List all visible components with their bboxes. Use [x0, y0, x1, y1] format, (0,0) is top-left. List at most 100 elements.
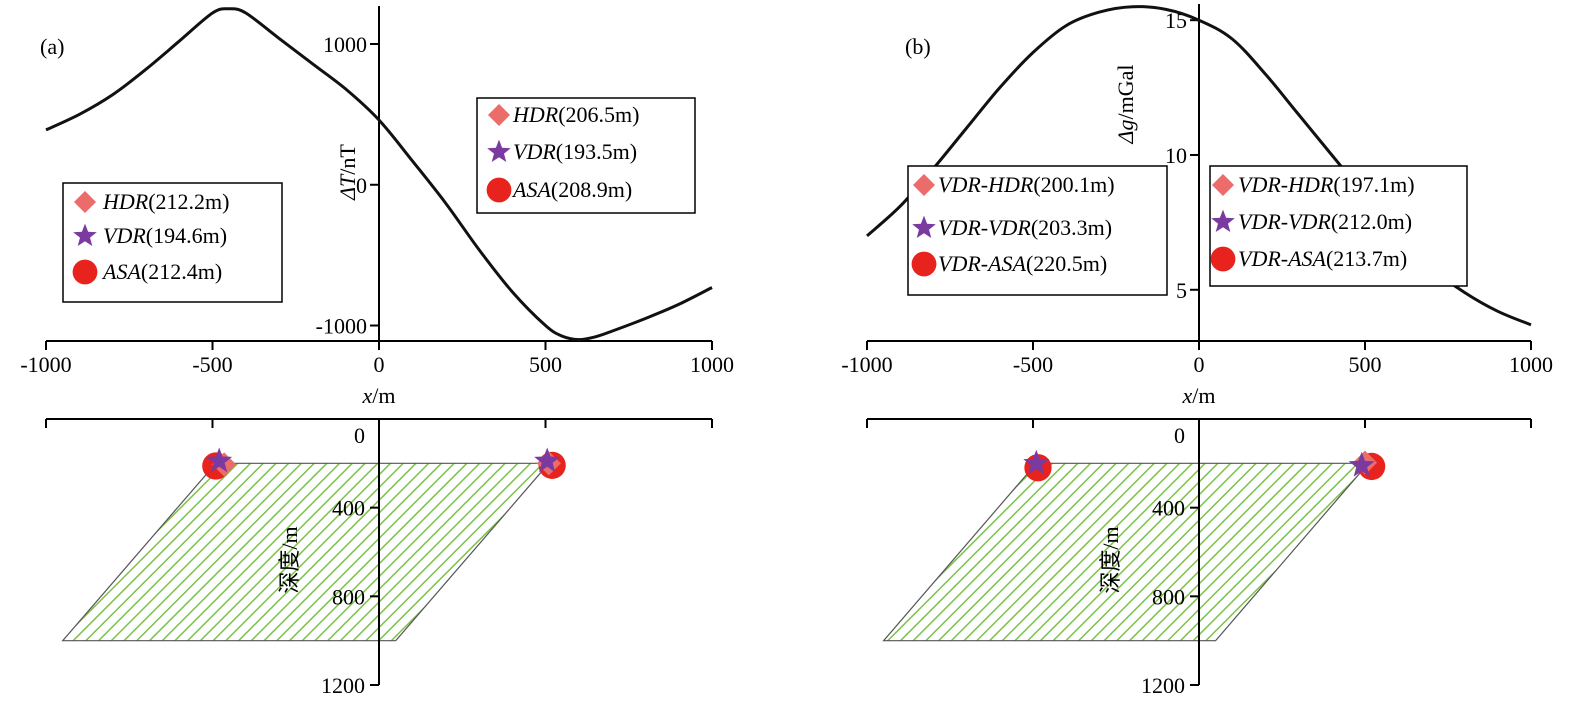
depth-tick-label: 800 — [332, 584, 365, 609]
x-tick-label: -500 — [192, 352, 232, 377]
x-tick-label: -500 — [1013, 352, 1053, 377]
depth-tick-label: 400 — [332, 496, 365, 521]
anomaly-curve — [45, 7, 713, 342]
legend-entry: ASA(212.4m) — [101, 259, 222, 284]
x-tick-label: 0 — [1194, 352, 1205, 377]
dipping-body — [882, 462, 1370, 642]
x-axis-label-unit: /m — [372, 383, 395, 408]
legend-box — [62, 182, 283, 303]
legend-entry: HDR(212.2m) — [102, 189, 229, 214]
y-tick-label: 1000 — [323, 32, 367, 57]
legend-value: (208.9m) — [551, 177, 632, 202]
x-axis-label-var: x — [362, 383, 373, 408]
x-axis-label: x/m — [362, 383, 396, 408]
legend-entry: VDR-VDR(212.0m) — [1238, 209, 1412, 234]
x-tick-label: 500 — [1349, 352, 1382, 377]
legend-method: ASA — [101, 259, 141, 284]
legend-marker — [487, 139, 511, 162]
legend-entry: VDR-HDR(200.1m) — [938, 172, 1115, 197]
x-tick-label: -1000 — [841, 352, 892, 377]
x-tick-label: 1000 — [1509, 352, 1553, 377]
legend-method: VDR-VDR — [938, 215, 1031, 240]
legend-marker — [1211, 209, 1235, 232]
legend-marker — [913, 174, 935, 196]
x-tick-label: 500 — [529, 352, 562, 377]
legend-method: VDR-HDR — [938, 172, 1034, 197]
depth-axis-label: 深度/m — [277, 526, 302, 593]
legend-method: VDR-HDR — [1238, 172, 1334, 197]
y-axis-label-unit: /nT — [335, 144, 360, 175]
y-tick-label: 5 — [1176, 278, 1187, 303]
y-axis-label-var: Δg — [1113, 120, 1138, 145]
depth-estimate-marker — [1348, 451, 1375, 477]
y-axis-label-var: ΔT — [335, 173, 360, 201]
depth-estimate-marker — [534, 447, 561, 473]
legend-value: (212.4m) — [141, 259, 222, 284]
x-axis-label-var: x — [1182, 383, 1193, 408]
y-axis-label-unit: /mGal — [1113, 65, 1138, 120]
depth-tick-label: 0 — [354, 423, 365, 448]
legend-entry: VDR-ASA(220.5m) — [938, 251, 1107, 276]
legend-method: ASA — [511, 177, 551, 202]
legend-entry: ASA(208.9m) — [511, 177, 632, 202]
legend-marker — [488, 104, 510, 126]
legend-marker — [74, 191, 96, 213]
legend-marker — [1212, 174, 1234, 196]
legend-method: HDR — [512, 102, 559, 127]
x-axis-label: x/m — [1182, 383, 1216, 408]
y-tick-label: -1000 — [316, 314, 367, 339]
legend-entry: VDR(194.6m) — [103, 223, 227, 248]
legend-method: VDR-ASA — [1238, 246, 1327, 271]
depth-tick-label: 400 — [1152, 496, 1185, 521]
legend: VDR-HDR(197.1m)VDR-VDR(212.0m)VDR-ASA(21… — [1209, 165, 1468, 287]
depth-axis-label: 深度/m — [1098, 526, 1123, 593]
legend-value: (200.1m) — [1033, 172, 1114, 197]
depth-tick-label: 1200 — [321, 673, 365, 698]
legend-box — [1209, 165, 1468, 287]
legend-marker — [486, 177, 512, 203]
legend-entry: HDR(206.5m) — [512, 102, 639, 127]
x-tick-label: 0 — [374, 352, 385, 377]
legend-value: (212.2m) — [148, 189, 229, 214]
legend: VDR-HDR(200.1m)VDR-VDR(203.3m)VDR-ASA(22… — [907, 165, 1168, 296]
legend-value: (193.5m) — [556, 139, 637, 164]
x-axis-label-unit: /m — [1192, 383, 1215, 408]
legend-marker — [912, 215, 936, 238]
legend-value: (197.1m) — [1333, 172, 1414, 197]
legend-method: VDR — [103, 223, 146, 248]
legend-marker — [72, 259, 98, 285]
legend-value: (212.0m) — [1331, 209, 1412, 234]
panel-label: (b) — [905, 34, 931, 59]
legend-method: VDR-ASA — [938, 251, 1027, 276]
legend-marker — [1210, 246, 1236, 272]
legend-entry: VDR-ASA(213.7m) — [1238, 246, 1407, 271]
y-tick-label: 0 — [356, 173, 367, 198]
legend: HDR(206.5m)VDR(193.5m)ASA(208.9m) — [476, 97, 696, 214]
legend-entry: VDR-VDR(203.3m) — [938, 215, 1112, 240]
depth-tick-label: 1200 — [1141, 673, 1185, 698]
depth-tick-label: 800 — [1152, 584, 1185, 609]
legend-value: (220.5m) — [1026, 251, 1107, 276]
x-tick-label: -1000 — [20, 352, 71, 377]
legend-method: VDR-VDR — [1238, 209, 1331, 234]
y-axis-label: Δg/mGal — [1113, 65, 1138, 145]
legend-value: (213.7m) — [1326, 246, 1407, 271]
legend: HDR(212.2m)VDR(194.6m)ASA(212.4m) — [62, 182, 283, 303]
y-tick-label: 10 — [1165, 143, 1187, 168]
legend-value: (194.6m) — [146, 223, 227, 248]
legend-box — [476, 97, 696, 214]
legend-entry: VDR-HDR(197.1m) — [1238, 172, 1415, 197]
legend-marker — [73, 223, 97, 246]
legend-marker — [911, 251, 937, 277]
dipping-body — [61, 462, 551, 642]
legend-value: (203.3m) — [1031, 215, 1112, 240]
depth-estimate-marker — [1023, 449, 1050, 475]
legend-value: (206.5m) — [558, 102, 639, 127]
legend-method: VDR — [513, 139, 556, 164]
legend-method: HDR — [102, 189, 149, 214]
depth-estimate-marker — [206, 447, 233, 473]
depth-tick-label: 0 — [1174, 423, 1185, 448]
